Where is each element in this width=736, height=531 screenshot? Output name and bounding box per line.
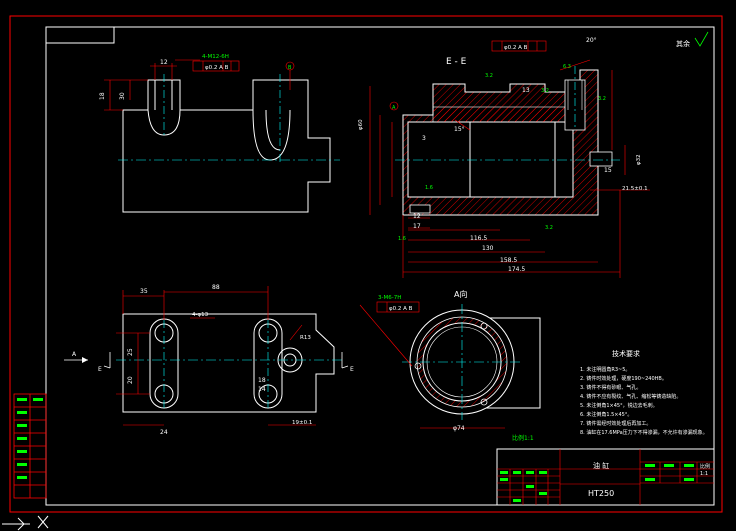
svg-text:5. 未注倒角1×45°，锐边去毛刺。: 5. 未注倒角1×45°，锐边去毛刺。 (580, 402, 658, 409)
svg-text:3. 铸件不得有砂眼、气孔。: 3. 铸件不得有砂眼、气孔。 (580, 384, 641, 391)
front-tolerance-frame: φ0.2 A B 4-M12-6H (192, 54, 240, 72)
svg-text:2. 铸件时效处理，硬度190~240HB。: 2. 铸件时效处理，硬度190~240HB。 (580, 375, 667, 382)
svg-text:φ60: φ60 (358, 119, 364, 130)
svg-text:R13: R13 (300, 335, 311, 341)
svg-text:4. 铸件不应有裂纹、气孔、缩松等铸造缺陷。: 4. 铸件不应有裂纹、气孔、缩松等铸造缺陷。 (580, 393, 681, 400)
dim-12: 12 (160, 59, 168, 66)
svg-text:φ0.2 A B: φ0.2 A B (389, 306, 413, 312)
svg-text:7. 铸件需经时效处理后再加工。: 7. 铸件需经时效处理后再加工。 (580, 420, 651, 427)
svg-text:21.5±0.1: 21.5±0.1 (622, 186, 648, 192)
svg-text:4-φ13: 4-φ13 (192, 312, 209, 318)
svg-text:13: 13 (522, 87, 530, 94)
outer-frame (9, 15, 723, 513)
title-block: 油 缸 HT250 比例 1:1 (496, 448, 715, 506)
dim-18: 18 (99, 92, 106, 100)
view-arrows: A E E (64, 351, 354, 373)
svg-text:比例: 比例 (700, 463, 710, 470)
svg-text:24: 24 (160, 429, 168, 436)
side-strip (13, 393, 47, 499)
svg-text:3.2: 3.2 (545, 225, 553, 231)
svg-text:130: 130 (482, 245, 494, 252)
view-a: A向 φ74 比例1:1 3-M6-7H φ0.2 A B (359, 289, 541, 442)
svg-text:6.3: 6.3 (563, 64, 571, 70)
front-view: 12 18 30 φ0.2 A B 4-M12-6H B (99, 54, 340, 213)
svg-text:3: 3 (422, 135, 426, 142)
section-label: E - E (446, 57, 467, 67)
dim-30: 30 (119, 92, 126, 100)
svg-text:1. 未注明圆角R3~5。: 1. 未注明圆角R3~5。 (580, 366, 630, 373)
svg-text:88: 88 (212, 284, 220, 291)
part-name: 油 缸 (593, 461, 609, 470)
svg-text:20: 20 (127, 376, 134, 384)
svg-text:20°: 20° (586, 37, 597, 44)
svg-text:1:1: 1:1 (700, 471, 708, 477)
svg-text:φ32: φ32 (636, 154, 642, 165)
svg-text:158.5: 158.5 (500, 257, 517, 264)
svg-text:A: A (392, 105, 396, 111)
section-tolerance-frame: φ0.2 A B (491, 40, 547, 52)
svg-text:15: 15 (604, 167, 612, 174)
svg-text:3-M6-7H: 3-M6-7H (378, 295, 401, 301)
technical-requirements: 技术要求 1. 未注明圆角R3~5。 2. 铸件时效处理，硬度190~240HB… (580, 349, 708, 436)
svg-text:174.5: 174.5 (508, 266, 525, 273)
svg-text:3.2: 3.2 (485, 73, 493, 79)
view-a-tolerance-frame: 3-M6-7H φ0.2 A B (376, 295, 420, 313)
svg-text:6. 未注倒角1.5×45°。: 6. 未注倒角1.5×45°。 (580, 411, 632, 418)
ucs-icon (2, 515, 49, 531)
svg-text:25: 25 (127, 348, 134, 356)
svg-text:φ0.2 A B: φ0.2 A B (205, 65, 229, 71)
top-view: 35 88 25 20 24 18 14 19±0.1 4-φ13 R13 A … (64, 284, 354, 436)
svg-text:19±0.1: 19±0.1 (292, 420, 312, 426)
svg-text:3.2: 3.2 (598, 96, 606, 102)
material: HT250 (588, 489, 614, 498)
svg-text:比例1:1: 比例1:1 (512, 434, 534, 442)
svg-text:B: B (288, 65, 292, 71)
svg-text:18: 18 (258, 377, 266, 384)
svg-text:3.2: 3.2 (541, 88, 549, 94)
side-strip-text (17, 398, 43, 479)
svg-text:1.6: 1.6 (398, 236, 406, 242)
svg-text:φ74: φ74 (453, 425, 465, 432)
svg-text:A: A (72, 351, 77, 358)
svg-text:116.5: 116.5 (470, 235, 487, 242)
svg-text:12: 12 (413, 213, 421, 220)
svg-text:4-M12-6H: 4-M12-6H (202, 54, 229, 60)
section-view-e-e: E - E (358, 37, 650, 278)
svg-text:E: E (350, 366, 354, 373)
svg-text:17: 17 (413, 223, 421, 230)
svg-text:35: 35 (140, 288, 148, 295)
roughness-note: 其余 (676, 39, 690, 48)
svg-text:E: E (98, 366, 102, 373)
svg-text:技术要求: 技术要求 (612, 349, 640, 358)
corner-label-box (45, 26, 115, 44)
svg-text:φ0.2 A B: φ0.2 A B (504, 45, 528, 51)
svg-text:1.6: 1.6 (425, 185, 433, 191)
inner-frame (45, 26, 715, 506)
svg-text:14: 14 (258, 386, 266, 393)
svg-text:15°: 15° (454, 126, 465, 133)
svg-text:8. 油缸在17.6MPa压力下不得渗漏，不允许有渗漏现象。: 8. 油缸在17.6MPa压力下不得渗漏，不允许有渗漏现象。 (580, 429, 708, 436)
view-a-label: A向 (454, 289, 467, 299)
